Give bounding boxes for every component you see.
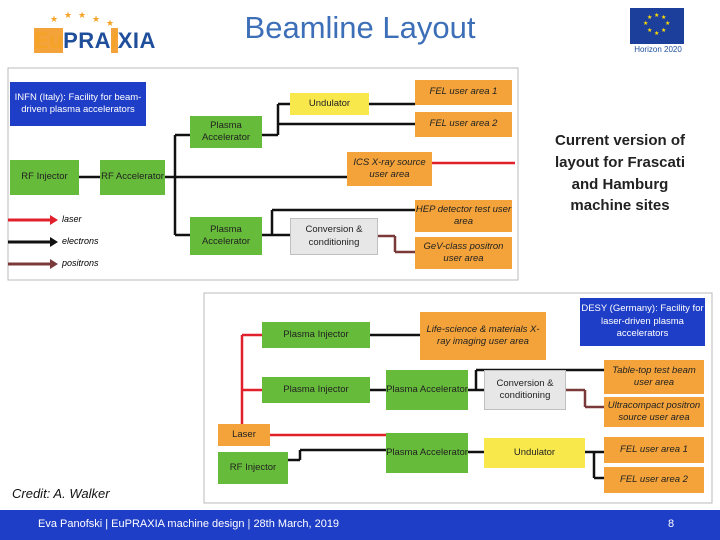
page-number: 8 xyxy=(668,518,675,530)
germany-ultracompact-positron-user-area: Ultracompact positron source user area xyxy=(604,397,704,427)
italy-plasma-accelerator-2: Plasma Accelerator xyxy=(190,217,262,255)
italy-rf-injector: RF Injector xyxy=(10,160,79,195)
eu-flag-icon: ★★★ ★★★ ★★ xyxy=(630,8,684,44)
germany-rf-injector: RF Injector xyxy=(218,452,288,484)
italy-ics-user-area: ICS X-ray source user area xyxy=(347,152,432,186)
svg-text:★: ★ xyxy=(647,27,652,34)
legend-positrons-label: positrons xyxy=(62,258,99,268)
svg-text:★: ★ xyxy=(78,12,86,20)
logo-text-eu: Eu xyxy=(34,28,64,53)
svg-text:★: ★ xyxy=(661,27,666,34)
layout-note: Current version of layout for Frascati a… xyxy=(554,132,686,215)
svg-text:★: ★ xyxy=(92,14,100,24)
germany-plasma-injector-2: Plasma Injector xyxy=(262,377,370,403)
italy-plasma-accelerator-1: Plasma Accelerator xyxy=(190,116,262,148)
germany-life-science-user-area: Life-science & materials X-ray imaging u… xyxy=(420,312,546,360)
germany-tabletop-user-area: Table-top test beam user area xyxy=(604,360,704,394)
horizon-label: Horizon 2020 xyxy=(634,45,682,54)
page-title: Beamline Layout xyxy=(244,10,476,45)
svg-text:★: ★ xyxy=(106,18,114,28)
germany-laser: Laser xyxy=(218,424,270,446)
svg-text:★: ★ xyxy=(643,20,648,27)
italy-hep-user-area: HEP detector test user area xyxy=(415,200,512,232)
svg-text:★: ★ xyxy=(661,14,666,21)
italy-fel-user-area-1: FEL user area 1 xyxy=(415,80,512,105)
germany-plasma-accelerator-2: Plasma Accelerator xyxy=(386,433,468,473)
italy-conversion-conditioning: Conversion & conditioning xyxy=(290,218,378,255)
infn-site-label: INFN (Italy): Facility for beam-driven p… xyxy=(10,82,146,126)
italy-rf-accelerator: RF Accelerator xyxy=(100,160,165,195)
germany-undulator: Undulator xyxy=(484,438,585,468)
germany-plasma-injector-1: Plasma Injector xyxy=(262,322,370,348)
legend-laser-label: laser xyxy=(62,214,82,224)
germany-fel-user-area-1: FEL user area 1 xyxy=(604,437,704,463)
logo-text-pra: PRA xyxy=(63,28,112,53)
credit-text: Credit: A. Walker xyxy=(12,486,110,501)
svg-text:★: ★ xyxy=(647,14,652,21)
legend-electrons-label: electrons xyxy=(62,236,99,246)
footer-text: Eva Panofski | EuPRAXIA machine design |… xyxy=(38,518,340,530)
italy-undulator: Undulator xyxy=(290,93,369,115)
logo-stars-icon: ★ ★ ★ ★ ★ xyxy=(50,12,114,28)
germany-plasma-accelerator-1: Plasma Accelerator xyxy=(386,370,468,410)
germany-fel-user-area-2: FEL user area 2 xyxy=(604,467,704,493)
svg-text:★: ★ xyxy=(64,12,72,20)
svg-text:★: ★ xyxy=(665,20,670,27)
svg-text:★: ★ xyxy=(654,30,659,37)
eupraxia-logo: ★★ ★★ ★ EuPRA/XIA xyxy=(20,12,170,54)
logo-text-xia: XIA xyxy=(117,28,156,53)
svg-text:★: ★ xyxy=(654,12,659,19)
italy-gev-positron-user-area: GeV-class positron user area xyxy=(415,237,512,269)
italy-fel-user-area-2: FEL user area 2 xyxy=(415,112,512,137)
svg-text:★: ★ xyxy=(50,14,58,24)
desy-site-label: DESY (Germany): Facility for laser-drive… xyxy=(580,298,705,346)
germany-conversion-conditioning: Conversion & conditioning xyxy=(484,370,566,410)
footer-bar xyxy=(0,510,720,540)
